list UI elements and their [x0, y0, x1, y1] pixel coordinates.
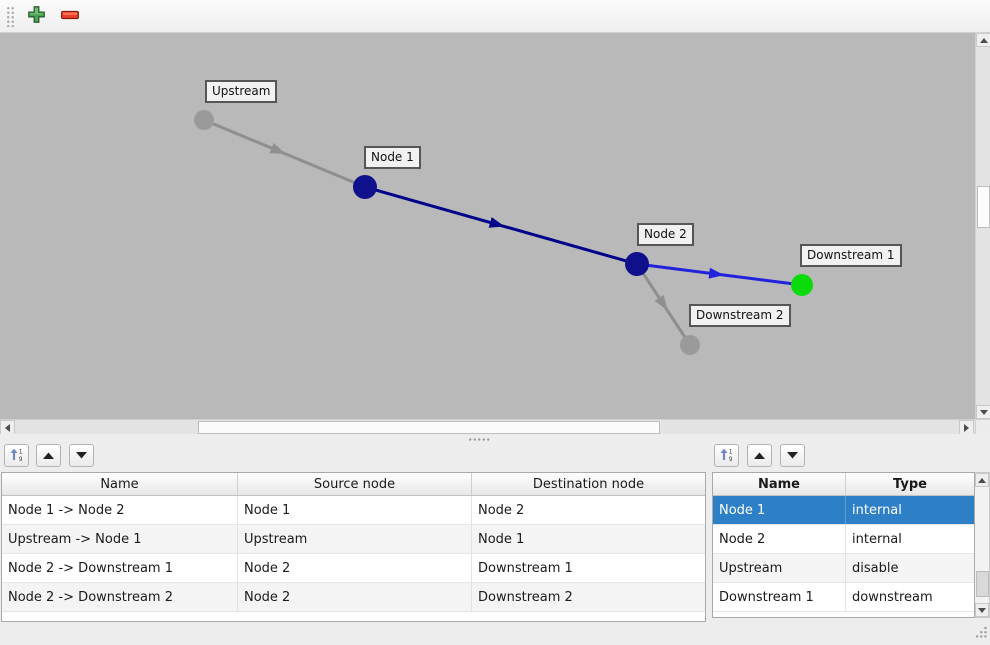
scroll-up-button[interactable]	[976, 33, 990, 47]
add-plus-icon	[27, 5, 46, 27]
horizontal-pane-splitter[interactable]	[0, 434, 990, 444]
arrow-up-icon	[979, 37, 988, 43]
vertical-scroll-thumb[interactable]	[977, 186, 990, 228]
scroll-down-button[interactable]	[976, 405, 990, 419]
nodes-table-header[interactable]: Name Type	[713, 473, 974, 496]
window-resize-grip-icon[interactable]	[974, 624, 988, 643]
top-toolbar	[0, 0, 990, 33]
arrow-right-icon	[964, 423, 969, 432]
table-cell[interactable]: Node 2	[238, 583, 472, 611]
arrow-left-icon	[5, 423, 10, 432]
triangle-up-icon	[42, 448, 55, 463]
move-node-down-button[interactable]	[780, 444, 805, 467]
svg-text:9: 9	[729, 457, 733, 462]
node-label[interactable]: Upstream	[205, 80, 278, 103]
node-label[interactable]: Node 1	[364, 146, 421, 169]
table-cell[interactable]: Node 2	[713, 525, 846, 553]
table-cell[interactable]: Upstream	[713, 554, 846, 582]
svg-text:1: 1	[729, 449, 733, 455]
node-label[interactable]: Node 2	[637, 223, 694, 246]
table-cell[interactable]: Upstream -> Node 1	[2, 525, 238, 553]
table-cell[interactable]: Node 1	[478, 531, 525, 547]
column-header[interactable]: Name	[2, 473, 238, 495]
table-cell[interactable]: Node 1	[238, 496, 472, 524]
nodes-table-row[interactable]: Upstream disable	[713, 554, 974, 583]
move-edge-down-button[interactable]	[69, 444, 94, 467]
edge-arrow-icon	[708, 267, 725, 279]
scroll-left-button[interactable]	[0, 420, 15, 435]
edge-arrow-icon	[488, 217, 505, 228]
scroll-up-button[interactable]	[975, 473, 989, 487]
toolbar-drag-grip[interactable]	[5, 5, 14, 27]
move-edge-up-button[interactable]	[36, 444, 61, 467]
edge-arrow-icon	[654, 294, 668, 311]
table-cell[interactable]: Node 2 -> Downstream 2	[2, 583, 238, 611]
column-header[interactable]: Destination node	[532, 476, 645, 492]
table-cell[interactable]: Downstream 2	[478, 589, 573, 605]
svg-text:1: 1	[19, 449, 23, 455]
canvas-vertical-scrollbar[interactable]	[975, 33, 990, 419]
canvas-horizontal-scrollbar[interactable]	[0, 419, 975, 435]
table-cell[interactable]: downstream	[852, 589, 933, 605]
table-cell[interactable]: Node 1	[713, 496, 846, 524]
node-label[interactable]: Downstream 1	[800, 244, 902, 267]
scroll-right-button[interactable]	[959, 420, 974, 435]
sort-edges-button[interactable]: 1 9	[4, 444, 29, 467]
splitter-grip-icon	[468, 437, 490, 442]
table-cell[interactable]: Downstream 1	[713, 583, 846, 611]
graph-svg	[194, 110, 813, 355]
nodes-scroll-thumb[interactable]	[976, 571, 989, 597]
node-label[interactable]: Downstream 2	[689, 304, 791, 327]
node-circle[interactable]	[625, 252, 649, 276]
edge-arrow-icon	[269, 143, 286, 154]
add-button[interactable]	[23, 3, 49, 29]
scrollbar-corner	[975, 419, 990, 434]
remove-minus-icon	[60, 7, 80, 26]
nodes-table-row[interactable]: Downstream 1 downstream	[713, 583, 974, 612]
column-header[interactable]: Name	[713, 473, 846, 495]
sort-ascending-icon: 1 9	[9, 447, 24, 465]
table-cell[interactable]: Downstream 1	[478, 560, 573, 576]
triangle-up-icon	[753, 448, 766, 463]
table-cell[interactable]: Node 2	[478, 502, 525, 518]
table-cell[interactable]: internal	[852, 531, 902, 547]
table-cell[interactable]: Node 2 -> Downstream 1	[2, 554, 238, 582]
arrow-up-icon	[978, 477, 986, 483]
node-circle[interactable]	[791, 274, 813, 296]
sort-ascending-icon: 1 9	[719, 447, 734, 465]
arrow-down-icon	[979, 409, 988, 415]
move-node-up-button[interactable]	[747, 444, 772, 467]
node-circle[interactable]	[194, 110, 214, 130]
horizontal-scroll-thumb[interactable]	[198, 421, 660, 434]
sort-nodes-button[interactable]: 1 9	[714, 444, 739, 467]
triangle-down-icon	[75, 448, 88, 463]
scroll-down-button[interactable]	[975, 603, 989, 617]
column-header[interactable]: Type	[893, 476, 927, 492]
node-circle[interactable]	[680, 335, 700, 355]
table-cell[interactable]: Node 1 -> Node 2	[2, 496, 238, 524]
table-cell[interactable]: internal	[852, 502, 902, 518]
status-bar	[0, 622, 990, 645]
remove-button[interactable]	[57, 3, 83, 29]
table-cell[interactable]: Upstream	[238, 525, 472, 553]
arrow-down-icon	[978, 607, 986, 613]
nodes-table-scrollbar[interactable]	[975, 472, 990, 618]
table-cell[interactable]: disable	[852, 560, 899, 576]
nodes-table-row[interactable]: Node 2 internal	[713, 525, 974, 554]
table-cell[interactable]: Node 2	[238, 554, 472, 582]
svg-text:9: 9	[19, 457, 23, 462]
triangle-down-icon	[786, 448, 799, 463]
nodes-table-row-selected[interactable]: Node 1 internal	[713, 496, 974, 525]
node-circle[interactable]	[353, 175, 377, 199]
column-header[interactable]: Source node	[238, 473, 472, 495]
